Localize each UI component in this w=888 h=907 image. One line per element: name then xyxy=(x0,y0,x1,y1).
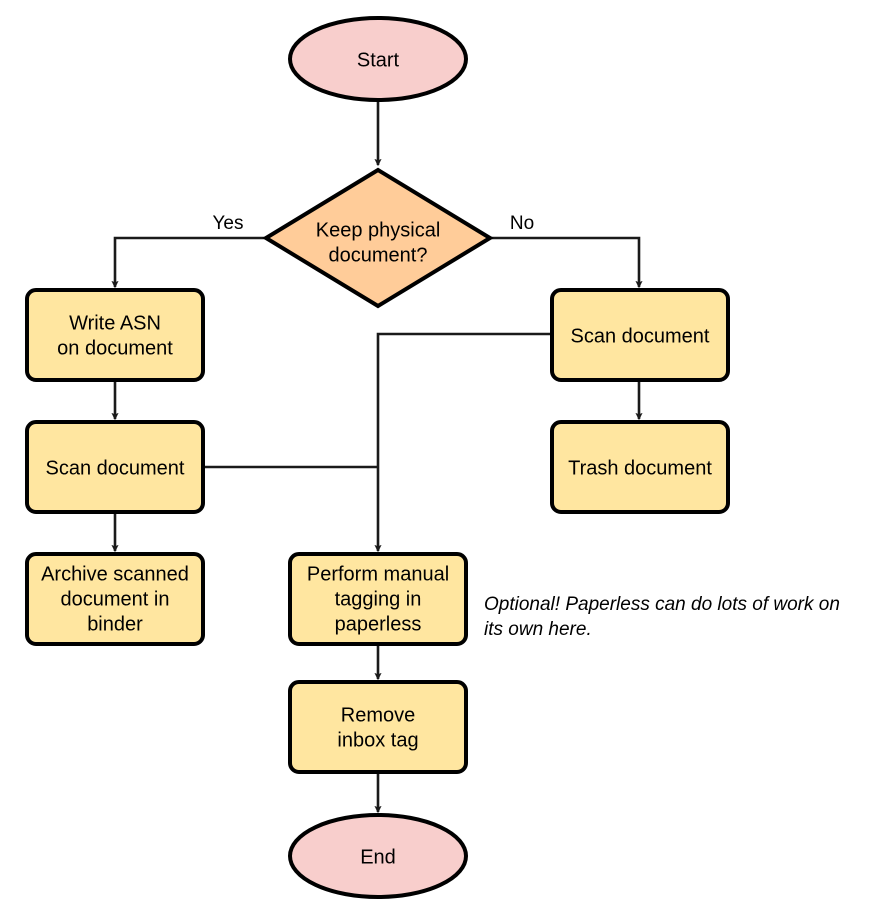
decision-label-line1: Keep physical xyxy=(316,219,441,241)
node-end[interactable]: End xyxy=(288,813,468,899)
node-remove-inbox-tag[interactable]: Remove inbox tag xyxy=(288,680,468,774)
start-ellipse xyxy=(288,16,468,102)
annotation-line2: its own here. xyxy=(484,619,592,640)
decision-label-line2: document? xyxy=(329,244,428,266)
trash-document-box xyxy=(550,420,730,514)
scan-document-left-box xyxy=(25,420,205,514)
start-label: Start xyxy=(357,49,400,71)
node-write-asn-on-document[interactable]: Write ASN on document xyxy=(25,288,205,382)
scan-document-right-box xyxy=(550,288,730,382)
node-scan-document-left[interactable]: Scan document xyxy=(25,420,205,514)
node-keep-physical-document-decision[interactable]: Keep physical document? xyxy=(262,167,494,309)
scan-document-right-label: Scan document xyxy=(571,325,710,347)
trash-document-label: Trash document xyxy=(568,457,712,479)
annotation-line1: Optional! Paperless can do lots of work … xyxy=(484,594,840,615)
node-archive-scanned-document-in-binder[interactable]: Archive scanned document in binder xyxy=(25,552,205,646)
remove-inbox-tag-label-line2: inbox tag xyxy=(337,729,418,751)
edge-label-yes: Yes xyxy=(213,213,244,234)
scan-document-left-label: Scan document xyxy=(46,457,185,479)
node-start[interactable]: Start xyxy=(288,16,468,102)
remove-inbox-tag-box xyxy=(288,680,468,774)
manual-tagging-label-line3: paperless xyxy=(335,613,422,635)
edge-label-no: No xyxy=(510,213,534,234)
connector-decision-yes-to-write-asn xyxy=(111,236,266,289)
write-asn-box xyxy=(25,288,205,382)
remove-inbox-tag-label-line1: Remove xyxy=(341,704,415,726)
manual-tagging-label-line2: tagging in xyxy=(335,588,422,610)
archive-binder-box xyxy=(25,552,205,646)
node-trash-document[interactable]: Trash document xyxy=(550,420,730,514)
write-asn-label-line1: Write ASN xyxy=(69,312,161,334)
connector-scan-right-to-manual-tagging xyxy=(374,332,552,553)
manual-tagging-box xyxy=(288,552,468,646)
manual-tagging-label-line1: Perform manual xyxy=(307,563,449,585)
archive-binder-label-line2: document in xyxy=(61,588,170,610)
end-label: End xyxy=(360,846,396,868)
node-perform-manual-tagging[interactable]: Perform manual tagging in paperless xyxy=(288,552,468,646)
archive-binder-label-line1: Archive scanned xyxy=(41,563,189,585)
decision-diamond xyxy=(262,167,494,309)
node-scan-document-right[interactable]: Scan document xyxy=(550,288,730,382)
end-ellipse xyxy=(288,813,468,899)
connector-decision-no-to-scan-right xyxy=(490,236,643,289)
archive-binder-label-line3: binder xyxy=(87,613,143,635)
annotation-note: Optional! Paperless can do lots of work … xyxy=(484,594,840,640)
write-asn-label-line2: on document xyxy=(57,337,173,359)
